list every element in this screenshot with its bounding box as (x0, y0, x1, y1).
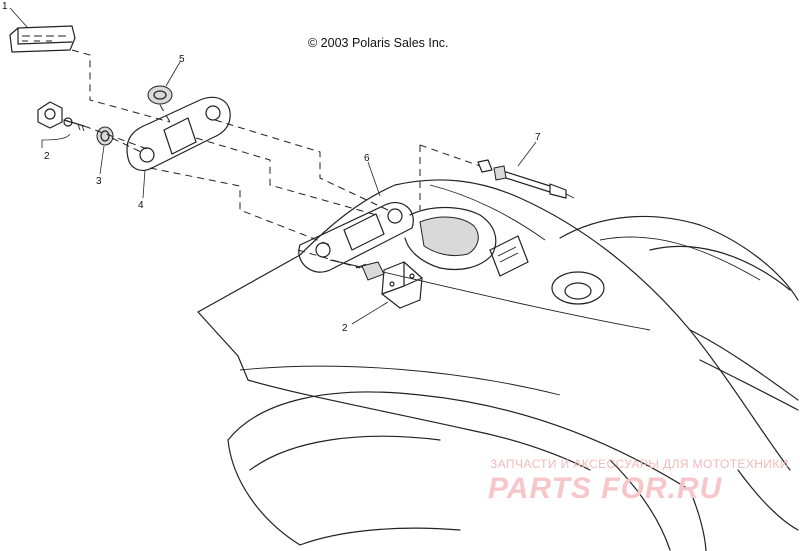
assembly-lines (71, 49, 481, 269)
watermark-brand: PARTS FOR.RU (488, 472, 723, 505)
callout-5: 5 (179, 54, 185, 65)
part-7-cable (477, 159, 575, 199)
callout-6: 6 (364, 153, 370, 164)
part-5-grommet (147, 85, 173, 105)
callout-2-left: 2 (44, 151, 50, 162)
callout-4: 4 (138, 200, 144, 211)
part-6-plate (298, 202, 414, 273)
callout-2-lower: 2 (342, 323, 348, 334)
leader-lines (9, 7, 537, 325)
callout-1: 1 (2, 1, 8, 12)
copyright-notice: © 2003 Polaris Sales Inc. (308, 36, 449, 50)
part-4-plate (126, 96, 231, 171)
part-2-switch (37, 101, 85, 132)
callout-7: 7 (535, 132, 541, 143)
front-fender (197, 179, 799, 551)
part-3-nut (96, 126, 114, 146)
part-2-switch-installed (355, 261, 423, 309)
part-1-light (9, 25, 76, 53)
watermark-tagline: ЗАПЧАСТИ И АКСЕССУАРЫ ДЛЯ МОТОТЕХНИКИ (490, 457, 789, 471)
callout-3: 3 (96, 176, 102, 187)
